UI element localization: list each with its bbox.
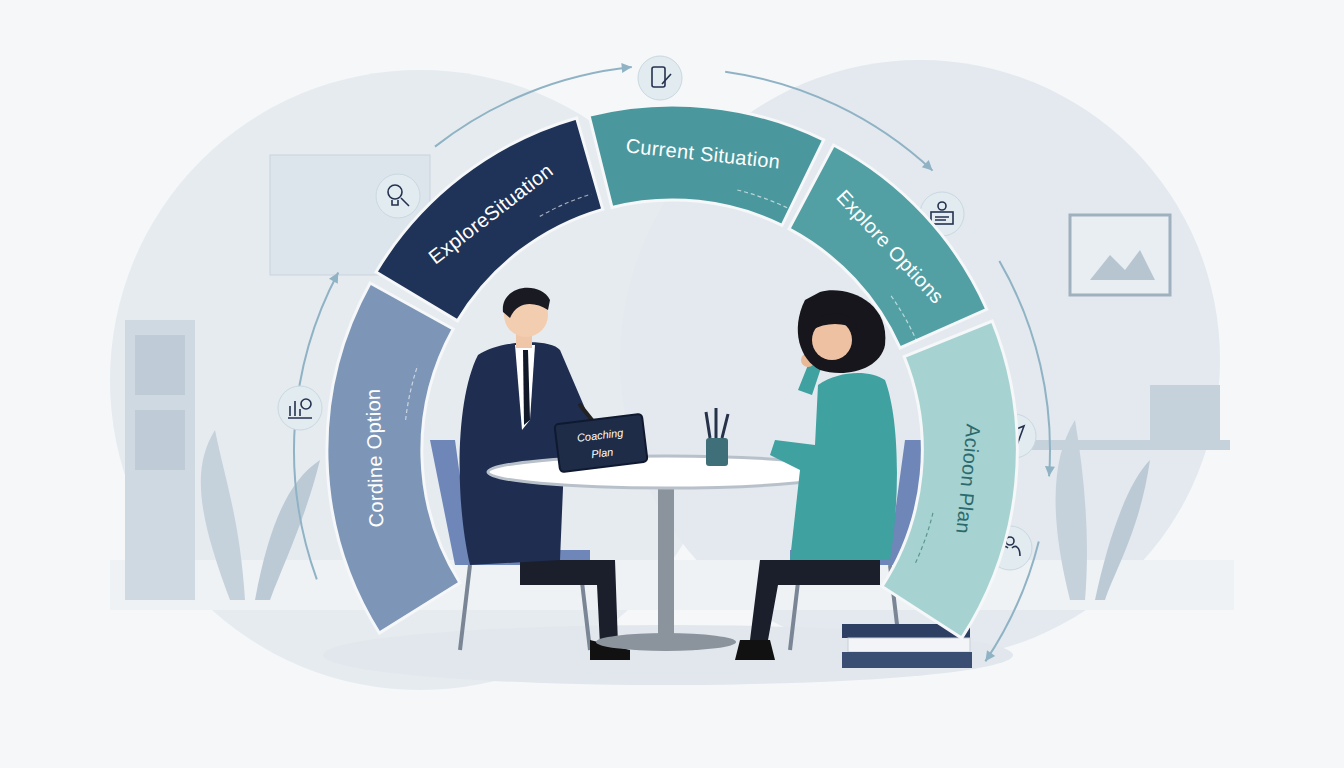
woman-fringe <box>812 313 858 330</box>
dash-accent <box>914 513 933 566</box>
arc-segment: ExploreSituation <box>376 118 603 321</box>
side-desk <box>1030 440 1230 450</box>
shelf-box <box>135 410 185 470</box>
wall-picture <box>1070 215 1170 295</box>
man-hair <box>503 288 550 318</box>
arc-segment: Current Situation <box>589 105 824 225</box>
book <box>842 652 972 668</box>
line-icon <box>652 67 671 87</box>
node-label: Cordine Option <box>361 388 388 527</box>
pencil-cup <box>706 438 728 466</box>
shelf <box>125 320 195 600</box>
pencils <box>706 408 728 438</box>
man-tie <box>523 350 530 425</box>
segment-fill <box>376 118 603 321</box>
icon-circle <box>278 386 322 430</box>
dash-accent <box>892 296 919 345</box>
table-base <box>596 633 736 651</box>
man-legs <box>520 560 618 645</box>
flow-arrowhead <box>1045 466 1055 476</box>
segment-fill <box>789 145 987 348</box>
arc-segment: Explore Options <box>789 145 987 348</box>
flow-arrowhead <box>922 160 933 171</box>
segment-fill <box>327 283 460 633</box>
icon-circle <box>638 56 682 100</box>
flow-arrowhead <box>621 63 631 73</box>
dash-accent <box>540 194 591 216</box>
line-icon <box>931 202 953 224</box>
line-icon <box>288 399 312 418</box>
flow-arrowhead <box>329 273 338 284</box>
plant-leaf <box>255 460 320 600</box>
line-icon <box>388 185 409 206</box>
segment-shape <box>882 321 1017 638</box>
dash-accent <box>737 190 790 209</box>
arc-segment: Cordine Option <box>327 283 460 633</box>
man-shirt <box>515 345 535 430</box>
icon-circle <box>376 174 420 218</box>
arc-segment: Acioon Plan <box>882 321 1017 638</box>
stylus <box>580 405 592 420</box>
dash-accent <box>406 365 418 420</box>
table-post <box>658 478 674 638</box>
segment-fill <box>589 105 824 225</box>
book <box>848 638 970 652</box>
plant-leaf <box>201 430 245 600</box>
floor-shadow <box>323 625 1013 685</box>
monitor <box>1150 385 1220 440</box>
segment-shape <box>327 283 460 633</box>
segment-fill <box>882 321 1017 638</box>
plant-leaf <box>1095 460 1150 600</box>
woman-top <box>770 373 897 560</box>
flow-arrowhead <box>985 650 995 661</box>
picture-mountain <box>1090 250 1155 280</box>
node-label: Coaching Plan <box>576 426 624 460</box>
shelf-box <box>135 335 185 395</box>
woman-shoe <box>735 640 775 660</box>
